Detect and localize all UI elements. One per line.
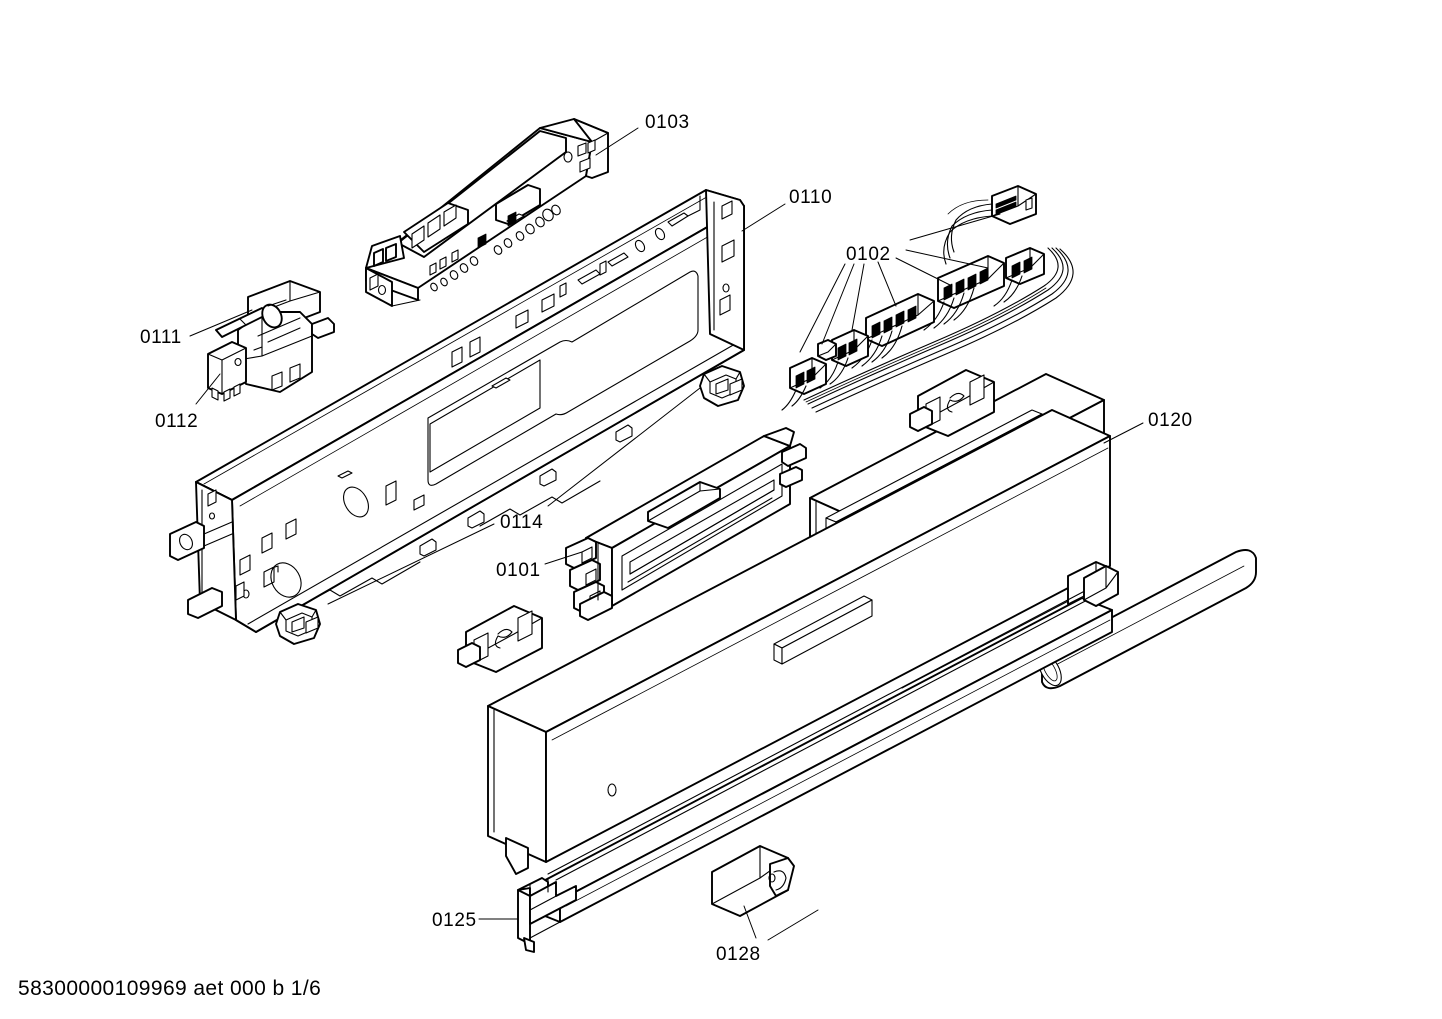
part-0128-handle-rail-end-cap — [711, 845, 795, 917]
part-0101-display-module — [565, 427, 807, 621]
part-label-0120: 0120 — [1148, 410, 1193, 431]
part-0114-cable-grommet-clip-lower — [275, 603, 321, 645]
part-0110-fascia-frame — [169, 189, 745, 633]
part-label-0101: 0101 — [496, 560, 541, 581]
part-label-0125: 0125 — [432, 910, 477, 931]
leader-lines — [189, 127, 1144, 941]
part-0112-micro-switch — [207, 341, 247, 402]
bracket-clip-left — [457, 605, 543, 673]
part-label-0111: 0111 — [140, 327, 182, 348]
part-label-0112: 0112 — [155, 411, 199, 432]
part-0103-control-module-pcb — [365, 118, 609, 307]
part-label-0103: 0103 — [645, 112, 690, 133]
document-footer-code: 58300000109969 aet 000 b 1/6 — [18, 977, 322, 1000]
part-0114-cable-grommet-clip-upper — [699, 365, 745, 407]
part-0125-plinth-kick-strip — [517, 565, 1119, 953]
part-label-0102: 0102 — [846, 244, 891, 265]
part-label-0110: 0110 — [789, 187, 833, 208]
part-0102-wiring-harness — [781, 185, 1074, 413]
bracket-clip-right — [909, 369, 995, 437]
part-0111-door-interlock-switch — [215, 280, 335, 393]
part-label-0128: 0128 — [716, 944, 761, 965]
part-label-0114: 0114 — [500, 512, 544, 533]
